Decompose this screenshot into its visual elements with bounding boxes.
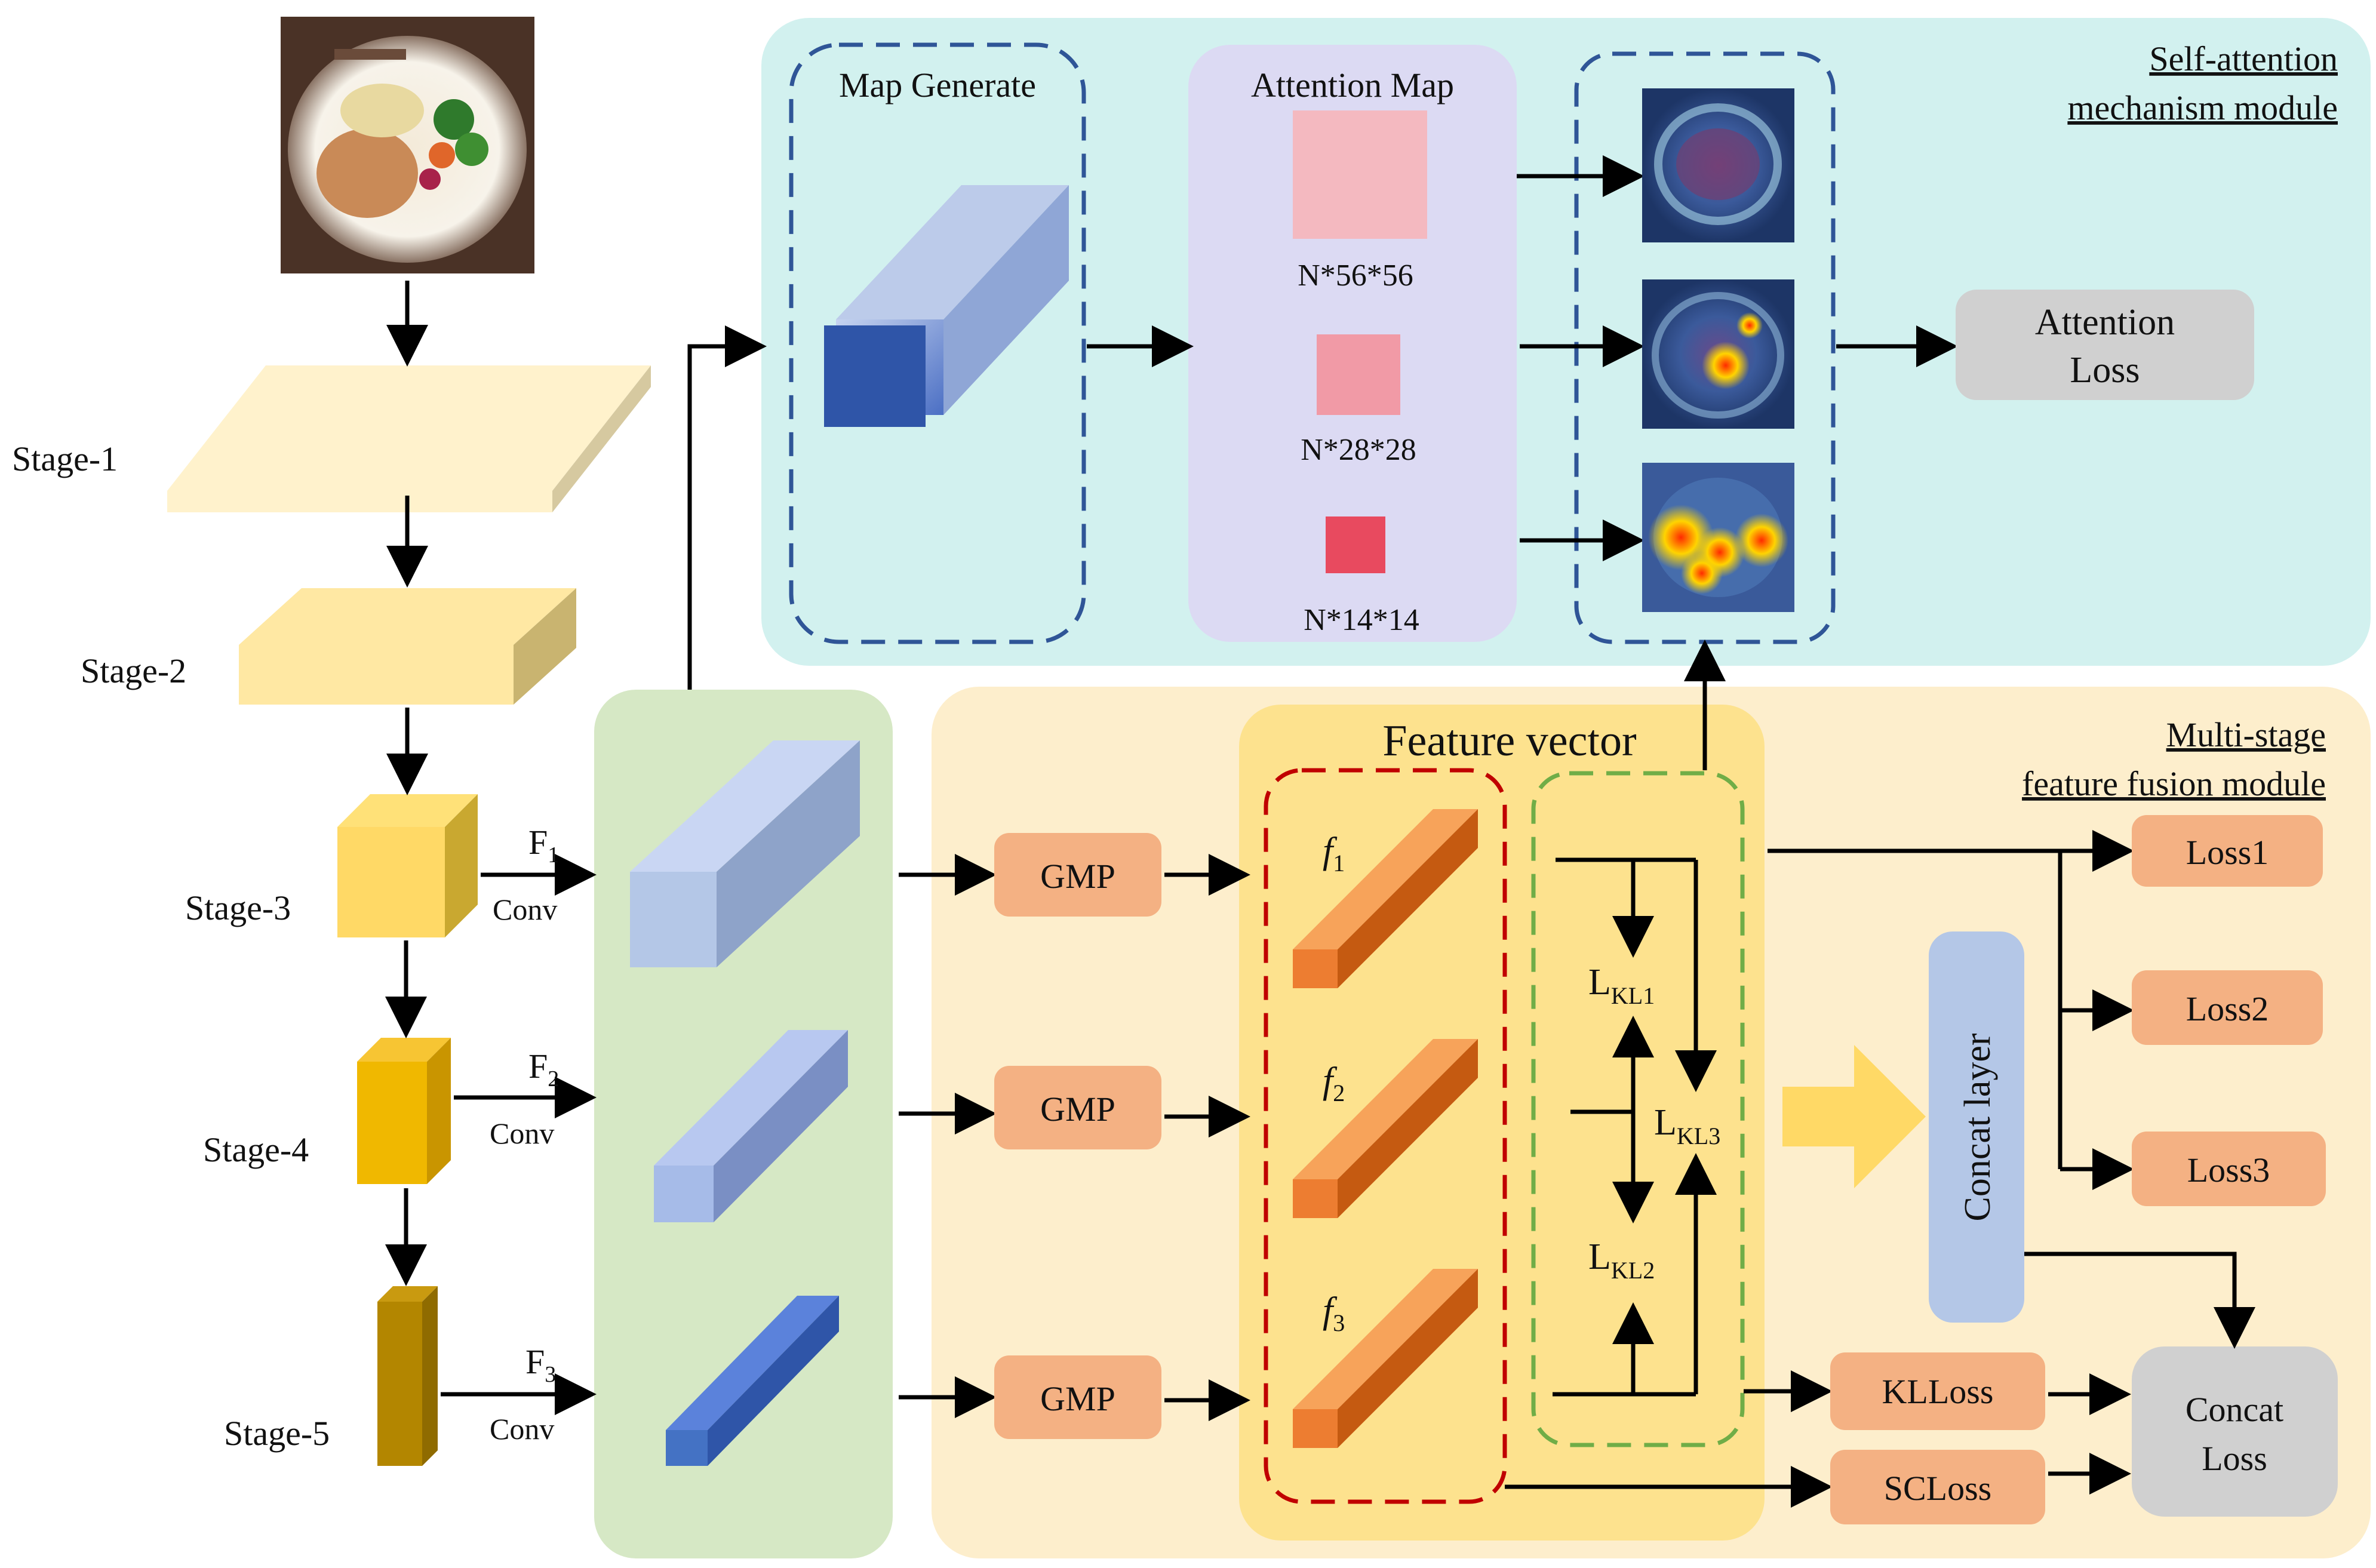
stage-5-label: Stage-5 — [224, 1414, 330, 1453]
big-yellow-arrow — [1782, 1045, 1926, 1188]
lkl2-label: LKL2 — [1588, 1237, 1655, 1284]
f1-vector-label: f1 — [1323, 831, 1345, 877]
food-photo-icon — [281, 17, 534, 273]
attention-module-panel — [761, 18, 2371, 666]
attention-loss-box — [1956, 290, 2254, 400]
heatmap-icon — [1642, 88, 1794, 242]
f2-label: F2 — [528, 1047, 559, 1092]
loss2-box — [2132, 970, 2323, 1045]
fusion-module-title-1: Multi-stage — [2166, 715, 2326, 754]
f3-label: F3 — [525, 1342, 556, 1387]
gmp-label-3: GMP — [1040, 1379, 1115, 1418]
conv-label-2: Conv — [490, 1117, 554, 1150]
attention-map-label: Attention Map — [1251, 66, 1454, 104]
map-generate-cuboid — [824, 185, 1069, 427]
loss1-box — [2132, 815, 2323, 887]
attention-loss-line1: Attention — [2035, 302, 2175, 343]
map-generate-label: Map Generate — [839, 66, 1036, 104]
gmp-box-1 — [994, 833, 1161, 917]
klloss-box — [1830, 1352, 2045, 1430]
concat-layer-label: Concat layer — [1957, 1033, 1998, 1221]
klloss-label: KLLoss — [1882, 1372, 1994, 1411]
stage-5-block — [377, 1286, 438, 1466]
map-size-14: N*14*14 — [1304, 603, 1419, 637]
feature-vector-group — [1264, 768, 1507, 1504]
stage-1-block — [167, 365, 651, 512]
concat-loss-line2: Loss — [2202, 1439, 2267, 1478]
heatmap-icon — [1642, 279, 1794, 429]
map-size-28: N*28*28 — [1301, 433, 1416, 467]
f1-label: F1 — [528, 823, 559, 868]
scloss-label: SCLoss — [1884, 1469, 1992, 1508]
feature-vector-f2 — [1293, 1039, 1478, 1218]
gmp-label-2: GMP — [1040, 1090, 1115, 1129]
attention-module-title-1: Self-attention — [2149, 39, 2338, 78]
stage-4-label: Stage-4 — [203, 1130, 309, 1169]
concat-loss-box — [2132, 1346, 2338, 1517]
lkl1-label: LKL1 — [1588, 962, 1655, 1009]
attention-map-14 — [1326, 516, 1385, 573]
lkl3-label: LKL3 — [1654, 1102, 1720, 1149]
feature-vector-f3 — [1293, 1269, 1478, 1448]
gmp-box-3 — [994, 1355, 1161, 1439]
gmp-box-2 — [994, 1066, 1161, 1149]
loss3-box — [2132, 1132, 2326, 1206]
heatmap-icon — [1642, 463, 1794, 612]
concat-loss-line1: Concat — [2186, 1390, 2283, 1429]
scloss-box — [1830, 1450, 2045, 1524]
arrow-to-map-generate — [687, 325, 767, 690]
arrow-concat-layer-to-concat-loss — [2024, 1252, 2255, 1349]
kl-wiring — [1553, 857, 1717, 1397]
stage-1-label: Stage-1 — [12, 439, 118, 478]
concat-layer-box — [1929, 931, 2024, 1323]
stage-3-block — [337, 794, 478, 937]
conv-feature-bar-2 — [654, 1030, 848, 1222]
loss1-label: Loss1 — [2186, 833, 2269, 872]
feature-vector-f1 — [1293, 809, 1478, 988]
conv-label-3: Conv — [490, 1412, 554, 1446]
conv-feature-bar-3 — [666, 1296, 839, 1466]
attention-module-title-2: mechanism module — [2067, 88, 2338, 127]
stage-2-block — [239, 588, 576, 705]
loss3-label: Loss3 — [2187, 1151, 2270, 1189]
loss2-label: Loss2 — [2186, 989, 2269, 1028]
stage-3-label: Stage-3 — [185, 888, 291, 927]
attention-loss-line2: Loss — [2070, 350, 2140, 391]
conv-feature-bar-1 — [630, 740, 860, 967]
gmp-label-1: GMP — [1040, 857, 1115, 896]
attention-map-56 — [1293, 110, 1427, 239]
feature-vector-label: Feature vector — [1382, 717, 1636, 765]
map-size-56: N*56*56 — [1298, 259, 1413, 293]
map-generate-group — [789, 42, 1086, 644]
stage-4-block — [357, 1038, 451, 1184]
conv-label-1: Conv — [493, 893, 557, 926]
fusion-module-title-2: feature fusion module — [2022, 764, 2326, 803]
f3-vector-label: f3 — [1323, 1290, 1345, 1336]
kl-group — [1531, 771, 1745, 1447]
stage-2-label: Stage-2 — [81, 651, 186, 690]
attention-map-28 — [1317, 334, 1400, 415]
